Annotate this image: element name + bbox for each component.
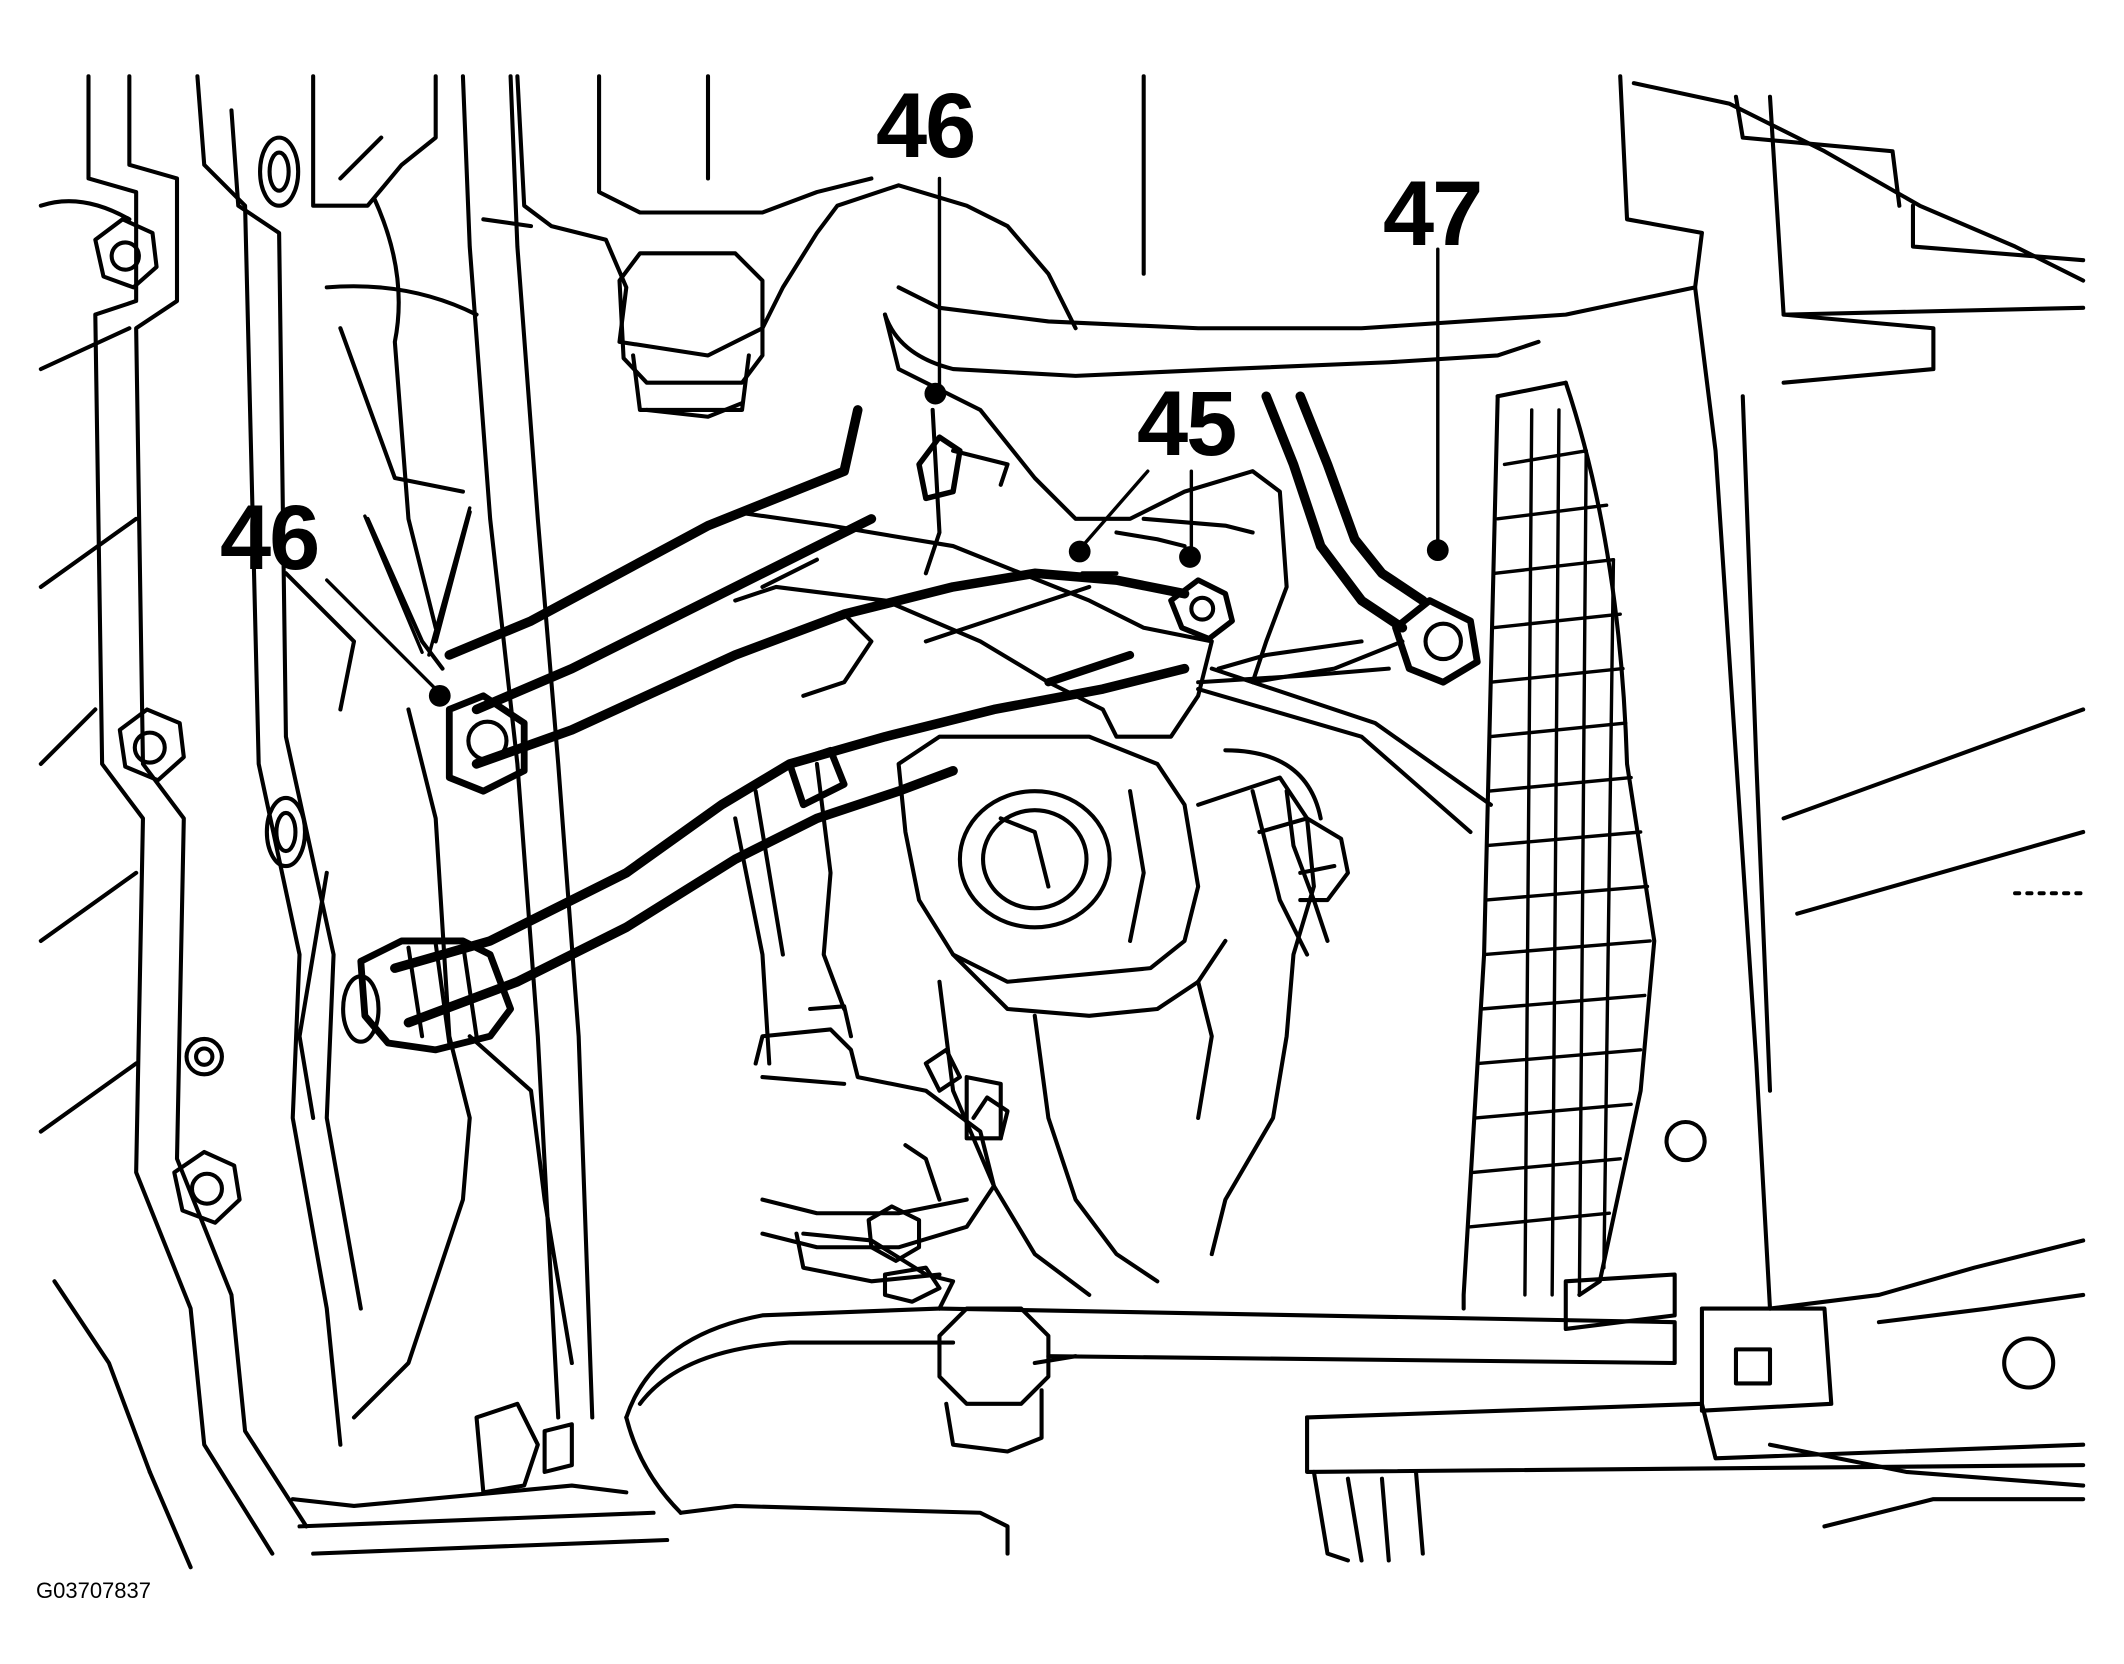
callout-leaders (325, 176, 1440, 691)
transmission-housing (283, 74, 670, 1556)
right-frame (1563, 285, 2086, 1529)
callout-dots (428, 382, 1449, 707)
flange-bolts (93, 135, 381, 1225)
callout-46-top: 46 (876, 75, 976, 177)
oil-filter-housing (882, 312, 1405, 685)
oil-pan-flange (38, 74, 363, 1570)
oil-pump-body (896, 734, 1323, 1297)
callout-47: 47 (1383, 163, 1483, 265)
hose-fittings (357, 407, 1481, 1054)
harmonic-damper (733, 761, 1010, 1311)
hose-bracket (733, 509, 1493, 835)
vertical-tubes (460, 74, 595, 1420)
corrugated-hose (1461, 380, 1657, 1311)
oil-cooler-lines (1250, 789, 1350, 957)
upper-housing (515, 74, 2086, 385)
drain-plug-upper (617, 251, 765, 419)
lower-bolt (937, 1306, 1078, 1454)
callout-45: 45 (1137, 373, 1237, 475)
lower-crossmember (624, 1306, 2086, 1563)
callout-46-left: 46 (220, 487, 320, 589)
figure-identifier: G03707837 (36, 1578, 151, 1603)
